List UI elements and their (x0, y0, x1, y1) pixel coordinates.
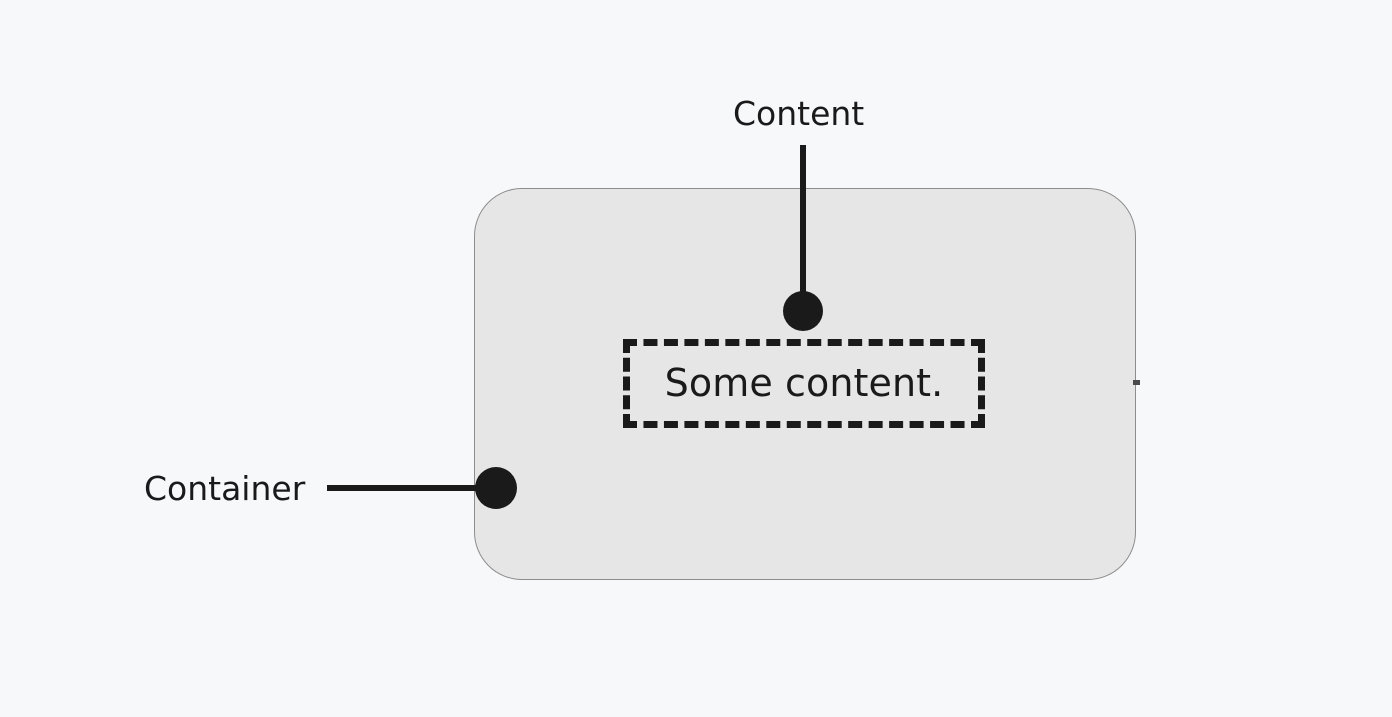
leader-dot-content (783, 291, 823, 331)
content-box-text: Some content. (664, 360, 944, 405)
edge-tick-marker (1133, 380, 1140, 385)
content-box: Some content. (623, 339, 985, 428)
leader-line-container (327, 485, 499, 491)
callout-label-container: Container (144, 469, 306, 508)
leader-line-content (800, 145, 806, 313)
leader-dot-container (475, 467, 517, 509)
callout-label-content: Content (733, 94, 865, 133)
